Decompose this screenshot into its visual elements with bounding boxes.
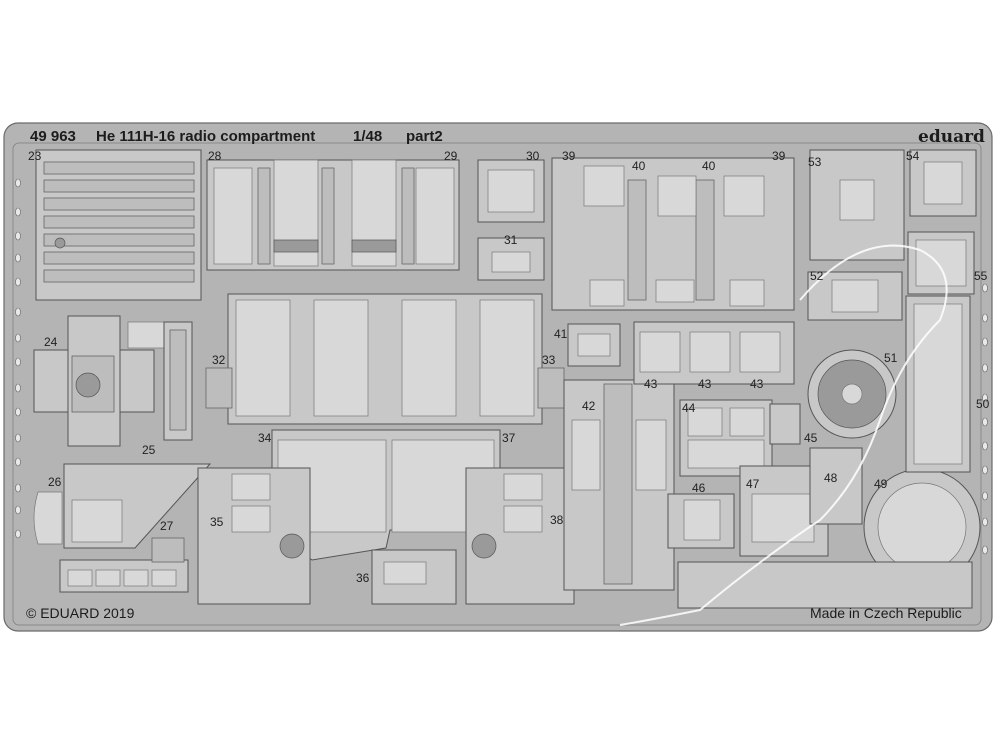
part-num-39-left: 39 bbox=[562, 149, 576, 163]
part-num-40-right: 40 bbox=[702, 159, 716, 173]
part-num-52: 52 bbox=[810, 269, 824, 283]
bottom-strip bbox=[677, 561, 973, 609]
part-44 bbox=[679, 399, 773, 477]
part-num-50: 50 bbox=[976, 397, 990, 411]
set-number: 49 963 bbox=[30, 128, 76, 145]
part-label: part2 bbox=[406, 128, 443, 145]
part-num-32: 32 bbox=[212, 353, 226, 367]
part-num-27: 27 bbox=[160, 519, 174, 533]
part-num-34: 34 bbox=[258, 431, 272, 445]
part-55 bbox=[907, 231, 975, 295]
part-num-35: 35 bbox=[210, 515, 224, 529]
part-num-39-right: 39 bbox=[772, 149, 786, 163]
right-drain-holes bbox=[982, 283, 988, 555]
part-42 bbox=[563, 379, 675, 591]
part-num-38: 38 bbox=[550, 513, 564, 527]
part-num-48: 48 bbox=[824, 471, 838, 485]
part-num-47: 47 bbox=[746, 477, 760, 491]
part-num-55: 55 bbox=[974, 269, 988, 283]
part-num-24: 24 bbox=[44, 335, 58, 349]
part-num-42: 42 bbox=[582, 399, 596, 413]
part-32-33 bbox=[205, 293, 565, 425]
part-num-26: 26 bbox=[48, 475, 62, 489]
part-num-23: 23 bbox=[28, 149, 42, 163]
part-num-30: 30 bbox=[526, 149, 540, 163]
part-48 bbox=[809, 447, 863, 525]
part-num-45: 45 bbox=[804, 431, 818, 445]
part-27 bbox=[59, 537, 189, 593]
scale-label: 1/48 bbox=[353, 128, 382, 145]
part-num-33: 33 bbox=[542, 353, 556, 367]
part-52 bbox=[807, 271, 903, 321]
mascot-watermark bbox=[619, 244, 948, 626]
part-45 bbox=[769, 403, 801, 445]
part-26 bbox=[33, 463, 212, 549]
part-31 bbox=[477, 237, 545, 281]
part-num-36: 36 bbox=[356, 571, 370, 585]
part-num-44: 44 bbox=[682, 401, 696, 415]
part-num-40-left: 40 bbox=[632, 159, 646, 173]
part-30 bbox=[477, 159, 545, 223]
part-54 bbox=[909, 149, 977, 217]
part-num-41: 41 bbox=[554, 327, 568, 341]
part-num-46: 46 bbox=[692, 481, 706, 495]
part-41 bbox=[567, 323, 621, 367]
left-drain-holes bbox=[15, 178, 21, 539]
part-35 bbox=[197, 467, 311, 605]
part-43 bbox=[633, 321, 795, 385]
part-num-43-c: 43 bbox=[750, 377, 764, 391]
part-53 bbox=[809, 149, 905, 261]
part-51 bbox=[807, 349, 897, 439]
part-50 bbox=[905, 295, 971, 473]
part-num-37: 37 bbox=[502, 431, 516, 445]
part-num-53: 53 bbox=[808, 155, 822, 169]
fret-inner-border bbox=[12, 142, 982, 626]
brand-logo-text: eduard bbox=[918, 127, 985, 147]
part-39-40 bbox=[551, 157, 795, 311]
part-num-49: 49 bbox=[874, 477, 888, 491]
part-number-labels: 23 24 25 26 27 28 29 30 31 32 33 34 35 3… bbox=[28, 149, 990, 585]
part-num-51: 51 bbox=[884, 351, 898, 365]
copyright-text: © EDUARD 2019 bbox=[26, 605, 135, 621]
part-38 bbox=[465, 467, 575, 605]
part-num-25: 25 bbox=[142, 443, 156, 457]
part-num-28: 28 bbox=[208, 149, 222, 163]
part-23 bbox=[35, 149, 202, 301]
part-28-29 bbox=[206, 159, 460, 271]
set-title: He 111H-16 radio compartment bbox=[96, 128, 315, 145]
part-num-54: 54 bbox=[906, 149, 920, 163]
part-24 bbox=[33, 315, 193, 447]
part-num-43-b: 43 bbox=[698, 377, 712, 391]
part-num-29: 29 bbox=[444, 149, 458, 163]
origin-text: Made in Czech Republic bbox=[810, 605, 962, 621]
part-36 bbox=[371, 549, 457, 605]
part-46 bbox=[667, 493, 735, 549]
part-num-31: 31 bbox=[504, 233, 518, 247]
part-num-43-a: 43 bbox=[644, 377, 658, 391]
